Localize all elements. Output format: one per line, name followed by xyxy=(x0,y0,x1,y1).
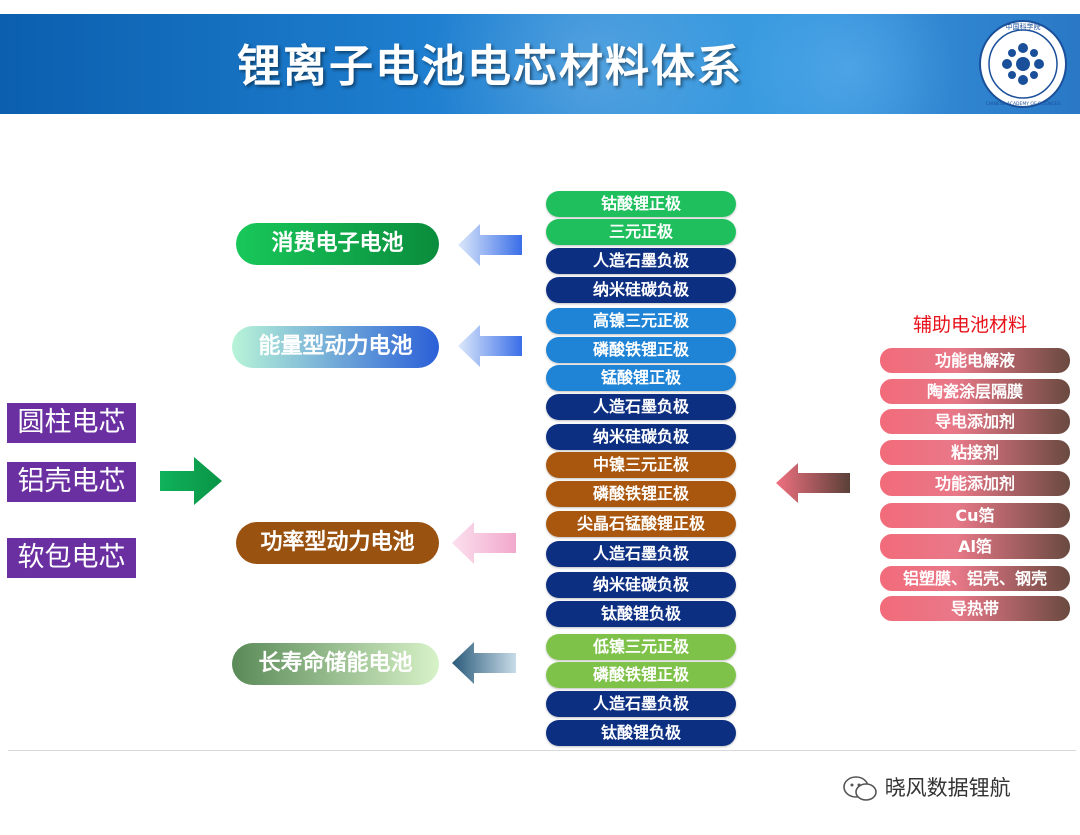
material-item: 钛酸锂负极 xyxy=(546,601,736,627)
material-item: 高镍三元正极 xyxy=(546,308,736,334)
footer: 晓风数据锂航 xyxy=(842,772,1011,803)
aux-material-item: Cu箔 xyxy=(880,503,1070,528)
arrow-left-icon xyxy=(458,224,522,266)
arrow-left-icon xyxy=(776,463,850,503)
arrow-right-icon xyxy=(160,457,222,505)
category-consumer: 消费电子电池 xyxy=(236,223,439,265)
category-energy-power: 能量型动力电池 xyxy=(232,326,439,368)
material-item: 尖晶石锰酸锂正极 xyxy=(546,511,736,537)
material-item: 磷酸铁锂正极 xyxy=(546,481,736,507)
cell-type-cylindrical: 圆柱电芯 xyxy=(7,403,136,443)
page-title: 锂离子电池电芯材料体系 xyxy=(237,41,743,92)
material-item: 纳米硅碳负极 xyxy=(546,277,736,303)
material-item: 三元正极 xyxy=(546,219,736,245)
cell-type-prismatic: 铝壳电芯 xyxy=(7,462,136,502)
svg-text:中国科学院: 中国科学院 xyxy=(1006,22,1041,31)
divider xyxy=(8,750,1076,751)
category-high-power: 功率型动力电池 xyxy=(236,522,439,564)
material-item: 锰酸锂正极 xyxy=(546,365,736,391)
material-item: 人造石墨负极 xyxy=(546,541,736,567)
material-item: 低镍三元正极 xyxy=(546,634,736,660)
aux-material-item: 功能电解液 xyxy=(880,348,1070,373)
aux-material-item: 陶瓷涂层隔膜 xyxy=(880,379,1070,404)
material-item: 中镍三元正极 xyxy=(546,452,736,478)
material-item: 钴酸锂正极 xyxy=(546,191,736,217)
material-item: 人造石墨负极 xyxy=(546,394,736,420)
aux-material-item: 粘接剂 xyxy=(880,440,1070,465)
aux-material-item: 导热带 xyxy=(880,596,1070,621)
arrow-left-icon xyxy=(458,325,522,367)
footer-text: 晓风数据锂航 xyxy=(884,776,1011,800)
arrow-left-icon xyxy=(452,642,516,684)
wechat-icon xyxy=(843,776,877,801)
cas-logo-icon: 中国科学院 CHINESE ACADEMY OF SCIENCES xyxy=(979,20,1067,108)
aux-material-item: 导电添加剂 xyxy=(880,409,1070,434)
header-banner: 锂离子电池电芯材料体系 中国科学院 CHINESE ACADEMY OF SCI… xyxy=(0,14,1080,114)
material-item: 纳米硅碳负极 xyxy=(546,572,736,598)
aux-material-item: 铝塑膜、铝壳、钢壳 xyxy=(880,566,1070,591)
material-item: 磷酸铁锂正极 xyxy=(546,662,736,688)
material-item: 人造石墨负极 xyxy=(546,248,736,274)
material-item: 磷酸铁锂正极 xyxy=(546,337,736,363)
aux-material-item: 功能添加剂 xyxy=(880,471,1070,496)
cell-type-pouch: 软包电芯 xyxy=(7,538,136,578)
material-item: 纳米硅碳负极 xyxy=(546,424,736,450)
category-storage: 长寿命储能电池 xyxy=(232,643,439,685)
aux-material-item: Al箔 xyxy=(880,534,1070,559)
arrow-left-icon xyxy=(452,522,516,564)
svg-text:CHINESE ACADEMY OF SCIENCES: CHINESE ACADEMY OF SCIENCES xyxy=(986,101,1061,107)
aux-title: 辅助电池材料 xyxy=(912,314,1027,336)
material-item: 钛酸锂负极 xyxy=(546,720,736,746)
material-item: 人造石墨负极 xyxy=(546,691,736,717)
